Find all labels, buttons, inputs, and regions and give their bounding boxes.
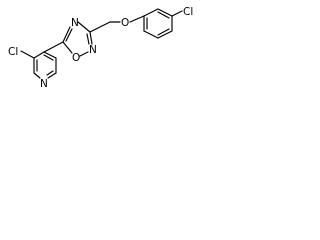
pyridine-bond-c4-c3 [33, 51, 45, 59]
atom-cl-left: Cl [8, 46, 18, 58]
atom-n-oxadiazole-top: N [71, 17, 79, 29]
bond-c3-cl [20, 50, 35, 59]
pyridine-ring [33, 51, 57, 79]
phenyl-bond-2 [157, 8, 173, 17]
oxadiazole-bond-n4-c3 [77, 21, 91, 33]
pyridine-bond-c2-n1 [33, 72, 41, 79]
atom-o-oxadiazole: O [72, 52, 80, 64]
phenyl-bond-1 [143, 8, 159, 17]
oxadiazole-ring [62, 21, 93, 57]
phenyl-ring [143, 8, 173, 39]
pyridine-bond-n1-c6 [47, 72, 57, 79]
atom-cl-right: Cl [183, 6, 193, 18]
oxadiazole-bond-c3-n2 [89, 31, 93, 45]
atom-n-oxadiazole-right: N [89, 44, 97, 56]
pyridine-bond-c5-c4 [43, 51, 57, 59]
oxadiazole-bond-o1-c5 [62, 41, 73, 54]
phenyl-bond-4 [157, 30, 173, 39]
bond-oxadiazole-ch2 [89, 21, 111, 33]
pyridine-double-n1-c6 [46, 70, 54, 76]
phenyl-double-2 [157, 28, 170, 36]
bond-pyridine-oxadiazole [43, 41, 64, 53]
phenyl-double-1 [157, 11, 170, 19]
atom-n-pyridine: N [40, 78, 48, 90]
bond-oxygen-phenyl [129, 15, 145, 23]
atom-o-ether: O [121, 17, 129, 29]
pyridine-double-c5-c4 [43, 54, 54, 61]
molecule-structure: Cl N O N N O Cl [8, 6, 193, 90]
oxadiazole-double-c3-n2 [86, 33, 90, 45]
bond-phenyl-cl [171, 10, 183, 17]
phenyl-bond-5 [143, 30, 159, 39]
oxadiazole-double-c5-n4 [65, 28, 73, 42]
oxadiazole-bond-c5-n4 [62, 26, 71, 43]
oxadiazole-bond-n2-o1 [79, 51, 89, 57]
